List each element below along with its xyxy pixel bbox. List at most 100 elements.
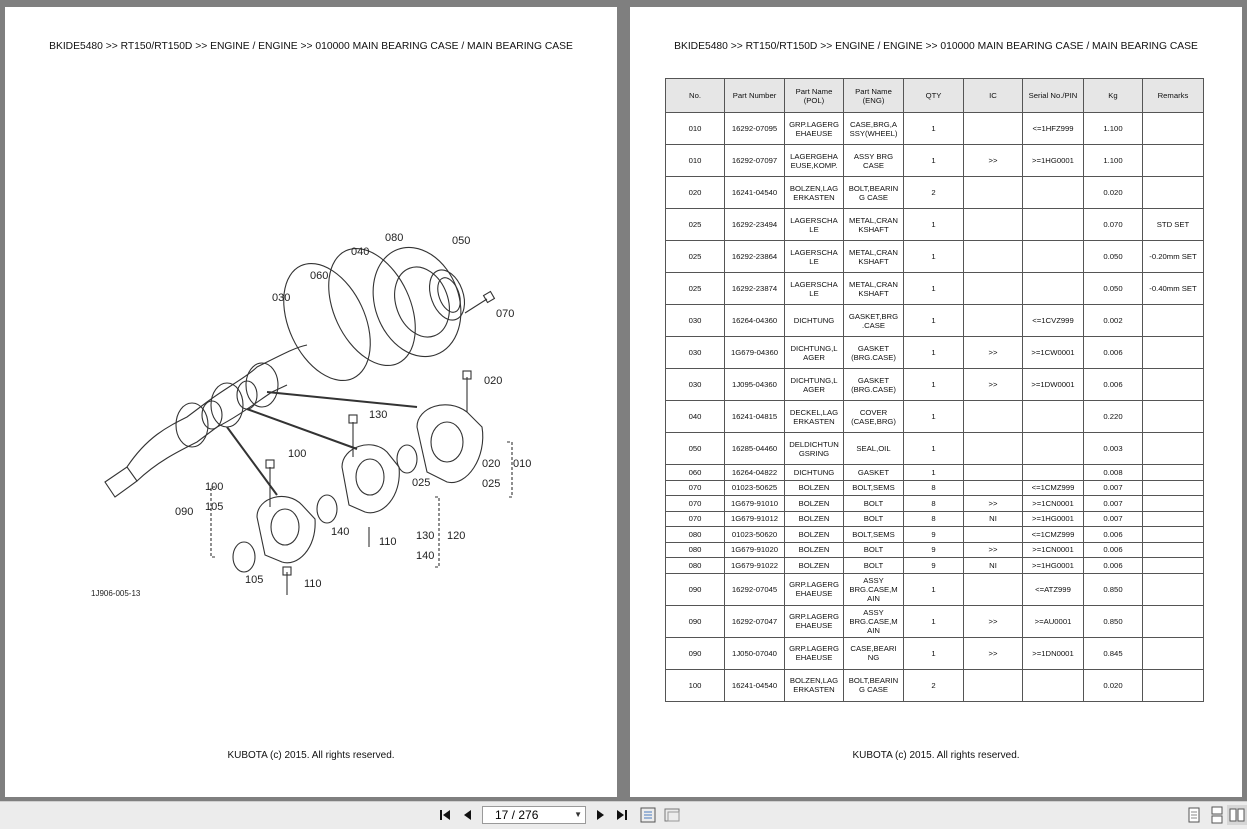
cell-kg: 0.007 [1083, 495, 1143, 512]
copyright-footer: KUBOTA (c) 2015. All rights reserved. [227, 750, 395, 761]
cell-remarks [1142, 144, 1204, 177]
cell-serial: <=ATZ999 [1022, 572, 1084, 606]
cell-no: 025 [665, 240, 725, 273]
cell-part-number: 1G679-04360 [724, 336, 785, 369]
cell-part-number: 01023-50620 [724, 526, 785, 543]
cell-serial: <=1CMZ999 [1022, 479, 1084, 496]
cell-qty: 1 [903, 636, 964, 670]
cell-kg: 0.006 [1083, 368, 1143, 401]
next-page-icon[interactable] [590, 805, 610, 825]
cell-ic: >> [963, 541, 1023, 558]
cell-no: 050 [665, 432, 725, 465]
cell-kg: 0.220 [1083, 400, 1143, 433]
callout-label: 050 [452, 235, 471, 247]
cell-part-number: 1G679-91022 [724, 557, 785, 574]
cell-part-name-eng: GASKET [843, 464, 904, 481]
cell-part-name-eng: METAL,CRAN KSHAFT [843, 272, 904, 305]
cell-serial: >=1HG0001 [1022, 144, 1084, 177]
cell-kg: 0.003 [1083, 432, 1143, 465]
cell-kg: 0.006 [1083, 557, 1143, 574]
continuous-page-icon[interactable] [1207, 805, 1227, 825]
exploded-parts-drawing [104, 246, 513, 595]
page-dropdown-icon[interactable]: ▼ [574, 810, 582, 819]
cell-part-name-pol: BOLZEN [784, 526, 844, 543]
cell-no: 030 [665, 368, 725, 401]
cell-part-name-pol: GRP.LAGERG EHAEUSE [784, 112, 844, 145]
cell-no: 080 [665, 541, 725, 558]
right-page: BKIDE5480 >> RT150/RT150D >> ENGINE / EN… [630, 7, 1242, 797]
cell-qty: 1 [903, 144, 964, 177]
cell-part-number: 16292-23874 [724, 272, 785, 305]
cell-ic [963, 479, 1023, 496]
two-page-icon[interactable] [1227, 805, 1247, 825]
cell-qty: 2 [903, 176, 964, 209]
breadcrumb: BKIDE5480 >> RT150/RT150D >> ENGINE / EN… [49, 41, 573, 52]
header-qty: QTY [903, 78, 964, 113]
cell-qty: 1 [903, 336, 964, 369]
page-number-select[interactable]: 17 / 276 ▼ [482, 806, 586, 824]
cell-remarks [1142, 604, 1204, 638]
header-part-name-eng: Part Name (ENG) [843, 78, 904, 113]
cell-part-number: 1G679-91010 [724, 495, 785, 512]
fit-width-icon[interactable] [662, 805, 682, 825]
cell-ic [963, 176, 1023, 209]
cell-remarks: -0.40mm SET [1142, 272, 1204, 305]
cell-serial [1022, 668, 1084, 702]
cell-qty: 1 [903, 400, 964, 433]
header-no: No. [665, 78, 725, 113]
cell-remarks [1142, 636, 1204, 670]
cell-part-name-eng: BOLT,SEMS [843, 526, 904, 543]
cell-part-name-eng: BOLT,BEARIN G CASE [843, 668, 904, 702]
cell-no: 040 [665, 400, 725, 433]
cell-part-number: 16241-04540 [724, 176, 785, 209]
prev-page-icon[interactable] [458, 805, 478, 825]
cell-serial: >=AU0001 [1022, 604, 1084, 638]
last-page-icon[interactable] [612, 805, 632, 825]
cell-ic [963, 526, 1023, 543]
cell-ic [963, 208, 1023, 241]
cell-ic: NI [963, 557, 1023, 574]
cell-serial: >=1DN0001 [1022, 636, 1084, 670]
cell-part-name-eng: BOLT,SEMS [843, 479, 904, 496]
cell-serial: <=1CMZ999 [1022, 526, 1084, 543]
header-serial: Serial No./PIN [1022, 78, 1084, 113]
cell-no: 090 [665, 636, 725, 670]
cell-ic [963, 668, 1023, 702]
single-page-icon[interactable] [1184, 805, 1204, 825]
first-page-icon[interactable] [436, 805, 456, 825]
cell-part-number: 16292-07047 [724, 604, 785, 638]
cell-ic: >> [963, 336, 1023, 369]
cell-part-name-eng: GASKET,BRG .CASE [843, 304, 904, 337]
callout-label: 010 [513, 458, 532, 470]
callout-label: 105 [205, 501, 224, 513]
cell-part-name-pol: DICHTUNG [784, 304, 844, 337]
callout-label: 025 [482, 478, 501, 490]
cell-part-name-pol: DICHTUNG,L AGER [784, 368, 844, 401]
cell-part-number: 16292-23864 [724, 240, 785, 273]
cell-serial [1022, 176, 1084, 209]
cell-kg: 0.845 [1083, 636, 1143, 670]
left-page: BKIDE5480 >> RT150/RT150D >> ENGINE / EN… [5, 7, 617, 797]
figure-reference: 1J906-005-13 [91, 589, 141, 598]
header-kg: Kg [1083, 78, 1143, 113]
fit-page-icon[interactable] [638, 805, 658, 825]
cell-qty: 1 [903, 572, 964, 606]
cell-part-name-eng: BOLT,BEARIN G CASE [843, 176, 904, 209]
cell-no: 070 [665, 495, 725, 512]
cell-remarks [1142, 526, 1204, 543]
cell-part-name-eng: ASSY BRG.CASE,M AIN [843, 604, 904, 638]
callout-label: 140 [416, 550, 435, 562]
cell-ic [963, 464, 1023, 481]
cell-no: 060 [665, 464, 725, 481]
cell-ic [963, 432, 1023, 465]
callout-label: 070 [496, 308, 515, 320]
cell-part-number: 16292-23494 [724, 208, 785, 241]
cell-part-name-eng: BOLT [843, 557, 904, 574]
cell-serial: <=1HFZ999 [1022, 112, 1084, 145]
cell-no: 090 [665, 604, 725, 638]
